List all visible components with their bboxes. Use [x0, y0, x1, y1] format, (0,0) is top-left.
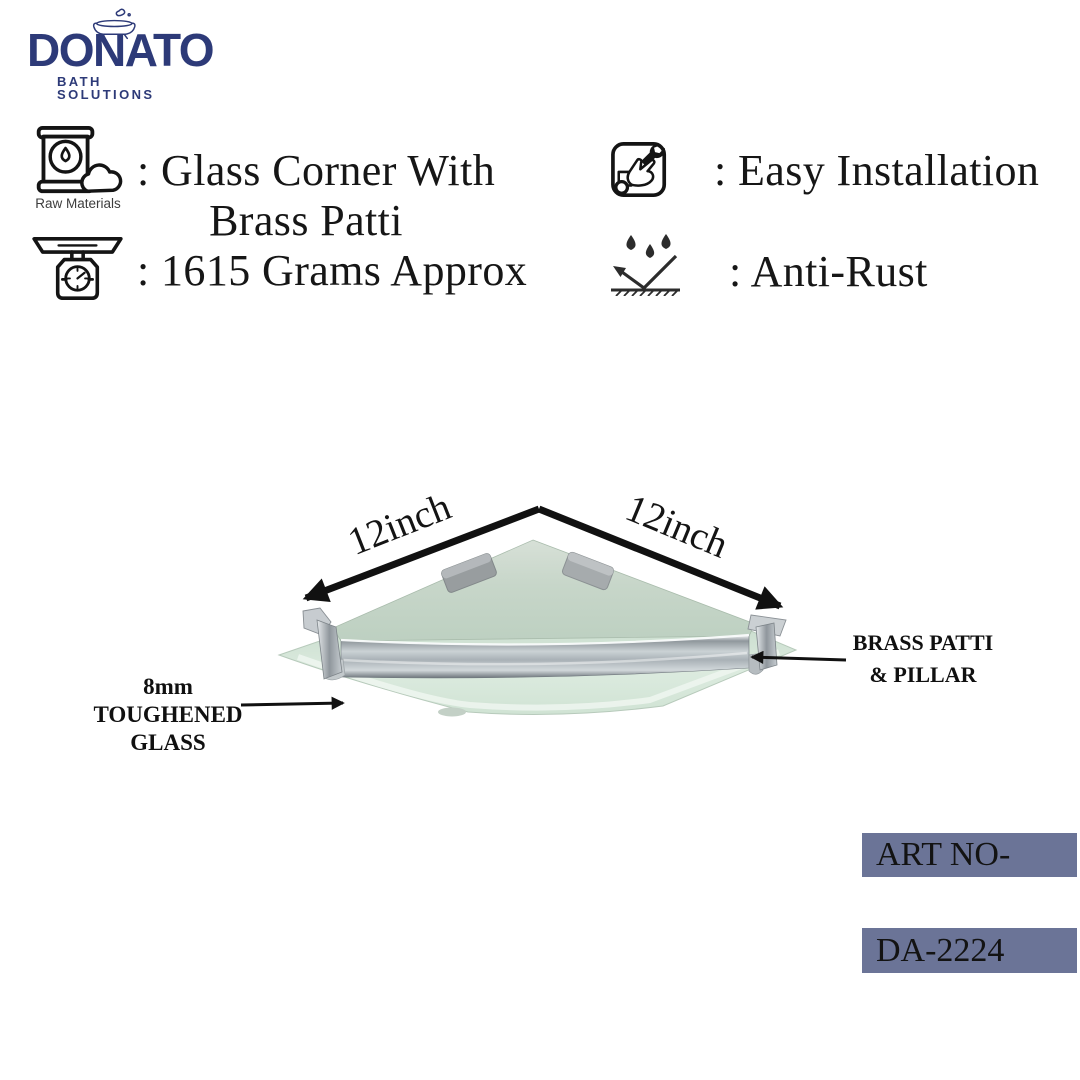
- toughened-glass-label-line2: TOUGHENED: [93, 702, 243, 727]
- brass-patti-label: BRASS PATTI & PILLAR: [842, 627, 1004, 691]
- dimension-arrow-left: [302, 505, 541, 603]
- pillar-left: [302, 607, 346, 681]
- feature-anti-rust-text: : Anti-Rust: [729, 247, 928, 296]
- brass-patti-band: [340, 633, 750, 679]
- dimension-arrow-right: [537, 505, 784, 610]
- wrench-glyph: [641, 144, 665, 167]
- art-no-value-box: DA-2224: [862, 928, 1077, 973]
- patti-callout-arrow: [750, 650, 847, 664]
- brass-patti-label-line1: BRASS PATTI: [852, 630, 994, 655]
- mount-bracket-left: [441, 553, 497, 593]
- bathtub-icon: [92, 8, 136, 40]
- feature-glass-corner-line1: : Glass Corner With: [137, 146, 496, 195]
- art-no-label-box: ART NO-: [862, 833, 1077, 877]
- brand-tagline: BATH SOLUTIONS: [57, 74, 155, 102]
- anti-rust-icon: [611, 234, 680, 296]
- toughened-glass-label-line3: GLASS: [130, 730, 206, 755]
- art-no-value: DA-2224: [876, 932, 1005, 969]
- feature-installation-text: : Easy Installation: [714, 146, 1040, 195]
- raw-materials-icon: [36, 126, 123, 194]
- toughened-glass-label: 8mm TOUGHENED GLASS: [68, 673, 268, 757]
- feature-weight-text: : 1615 Grams Approx: [137, 246, 528, 295]
- glass-callout-arrow: [240, 696, 345, 710]
- feature-glass-corner-line2: Brass Patti: [209, 196, 403, 245]
- top-glass-shelf: [332, 539, 756, 642]
- raw-materials-caption: Raw Materials: [35, 196, 121, 211]
- weighing-scale-icon: [32, 237, 123, 301]
- brand-wordmark: DONATO: [27, 24, 215, 76]
- dimension-arrows: [302, 505, 784, 610]
- dimension-label-left: 12inch: [342, 485, 457, 564]
- mount-bracket-right: [561, 551, 615, 591]
- brass-patti-label-line2: & PILLAR: [869, 662, 977, 687]
- easy-installation-icon: [611, 142, 667, 197]
- toughened-glass-label-line1: 8mm: [143, 674, 193, 699]
- art-no-label: ART NO-: [876, 836, 1011, 873]
- dimension-label-right: 12inch: [620, 486, 735, 566]
